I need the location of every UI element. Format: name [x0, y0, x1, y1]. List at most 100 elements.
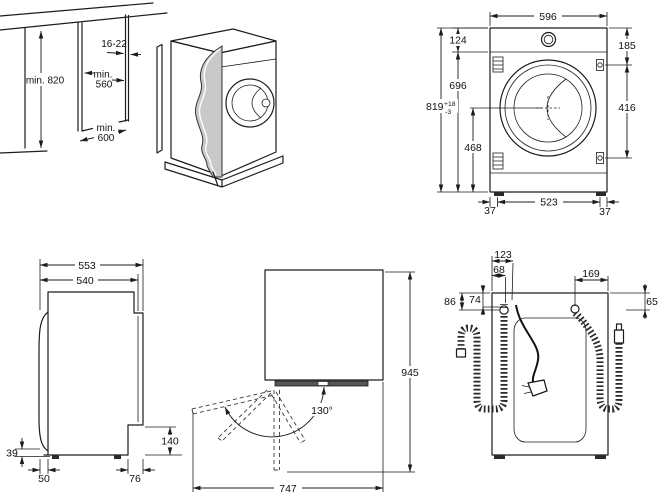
door-position-45	[217, 389, 272, 442]
foot-left	[494, 192, 504, 196]
door-position-90	[273, 390, 280, 471]
fixing-screw-bottom-icon	[596, 152, 604, 164]
foot-front	[52, 455, 59, 459]
power-plug-icon	[527, 379, 548, 397]
ext-lines-total-depth	[39, 259, 144, 311]
drain-hose-connector	[499, 305, 509, 315]
washer-3d-illustration	[156, 28, 284, 188]
hinge-plate-bottom-icon	[492, 152, 504, 170]
label-bg	[461, 141, 486, 153]
dim-front-foot-offset: 50	[38, 473, 50, 485]
worktop-underside-line	[0, 12, 168, 31]
dim-door-clearance: 39	[6, 448, 18, 460]
door-hinge-detail	[317, 381, 329, 386]
dim-center-to-floor: 468	[464, 142, 482, 154]
dim-cord-height: 74	[469, 294, 481, 306]
power-cord-icon	[515, 304, 540, 385]
dim-min-height: min. 820	[26, 76, 65, 87]
side-dimensions-view: 553 540 39 50 76 140	[6, 259, 182, 485]
label-bg	[75, 259, 100, 271]
cabinet-top-outline	[264, 269, 384, 381]
top-fixing-hole-icon	[540, 31, 557, 48]
dim-drain-offset-outer: 123	[494, 249, 512, 261]
dim-panel-thickness: 16-22	[101, 39, 127, 50]
dim-rear-recess-height: 140	[161, 436, 179, 448]
dim-width: 596	[539, 11, 557, 23]
dim-drain-offset-inner: 68	[493, 264, 505, 276]
label-bg	[615, 39, 640, 51]
side-door-bulge	[38, 311, 49, 452]
torn-panel-cutaway	[194, 45, 223, 178]
foot-rear	[114, 455, 121, 459]
label-bg	[444, 79, 472, 91]
label-bg	[535, 196, 563, 207]
dim-opening-angle: 130°	[311, 405, 333, 417]
label-bg	[308, 403, 336, 416]
dim-upper-height: 696	[449, 80, 467, 92]
door-opening-view: 130° 945 747	[191, 269, 423, 495]
furniture-door-panel-3d	[156, 43, 163, 154]
dim-min-width-prefix: min.	[97, 123, 116, 134]
washer-door-icon	[225, 78, 275, 128]
side-body-outline	[47, 291, 135, 456]
floor-line	[0, 150, 48, 154]
ext-lines-cord-height	[482, 293, 500, 308]
foot-left	[494, 455, 505, 459]
label-bg	[73, 274, 98, 286]
drain-hose-end-fitting	[455, 348, 467, 358]
label-bg	[159, 435, 182, 447]
dim-drain-height: 86	[444, 296, 456, 308]
plinth-gap	[212, 171, 219, 187]
dim-total-height: 819+18-3	[426, 101, 456, 116]
washer-plinth	[164, 155, 284, 188]
dim-rear-recess-depth: 76	[129, 473, 141, 485]
label-bg	[424, 99, 458, 113]
dim-top-panel-height: 124	[449, 35, 467, 47]
ext-lines-inlet-height	[610, 292, 650, 311]
dim-foot-offset-left: 37	[484, 205, 496, 217]
control-panel-line	[220, 58, 277, 68]
dim-foot-offset-right: 37	[599, 206, 611, 218]
dim-foot-spacing: 523	[540, 197, 558, 209]
door-open-positions	[191, 389, 306, 471]
rear-body-outline	[491, 292, 609, 456]
drain-collar	[500, 304, 508, 308]
inlet-hose-tap-fitting	[613, 329, 625, 344]
drain-hose-icon	[457, 316, 508, 413]
foot-right	[595, 455, 606, 459]
label-bg	[446, 34, 470, 46]
label-bg	[274, 482, 302, 494]
dim-min-width-value: 600	[98, 133, 115, 144]
dim-inlet-height: 65	[646, 296, 658, 308]
door-position-60	[271, 391, 306, 444]
dim-min-depth-prefix: min.	[94, 70, 113, 81]
ext-lines-clearance	[192, 382, 384, 492]
label-bg	[94, 123, 118, 140]
niche-side-panel	[77, 21, 83, 132]
dim-inlet-offset: 169	[582, 268, 600, 280]
top-fixing-hole-inner	[543, 34, 554, 45]
label-bg	[534, 10, 562, 22]
label-bg	[615, 101, 640, 113]
rear-connections-view: 123 68 169 86 74 65	[444, 249, 658, 459]
side-rear-outline	[127, 291, 144, 456]
washer-front-outline	[489, 27, 608, 193]
center-cross-icon	[536, 96, 560, 120]
dim-top-to-hinge: 185	[618, 40, 636, 52]
tear-line	[198, 48, 221, 176]
door-glass-arc	[251, 87, 262, 119]
foot-right	[596, 192, 606, 196]
niche-installation-view: min. 820 16-22 min. 560 min. 600	[0, 2, 284, 188]
ext-lines-rear-recess	[127, 459, 144, 474]
furniture-front-panel	[124, 14, 130, 122]
ext-lines-front-foot	[39, 459, 49, 474]
front-dimensions-view: 596 124 696 819+18-3 468 185 416 523 37 …	[424, 10, 640, 218]
dim-arrow-depth-right	[111, 77, 125, 83]
plug-prongs	[521, 385, 532, 394]
label-bg	[397, 366, 423, 378]
inlet-hose-connector	[570, 304, 580, 314]
dim-body-depth: 540	[76, 275, 94, 287]
door-position-open	[191, 390, 273, 415]
